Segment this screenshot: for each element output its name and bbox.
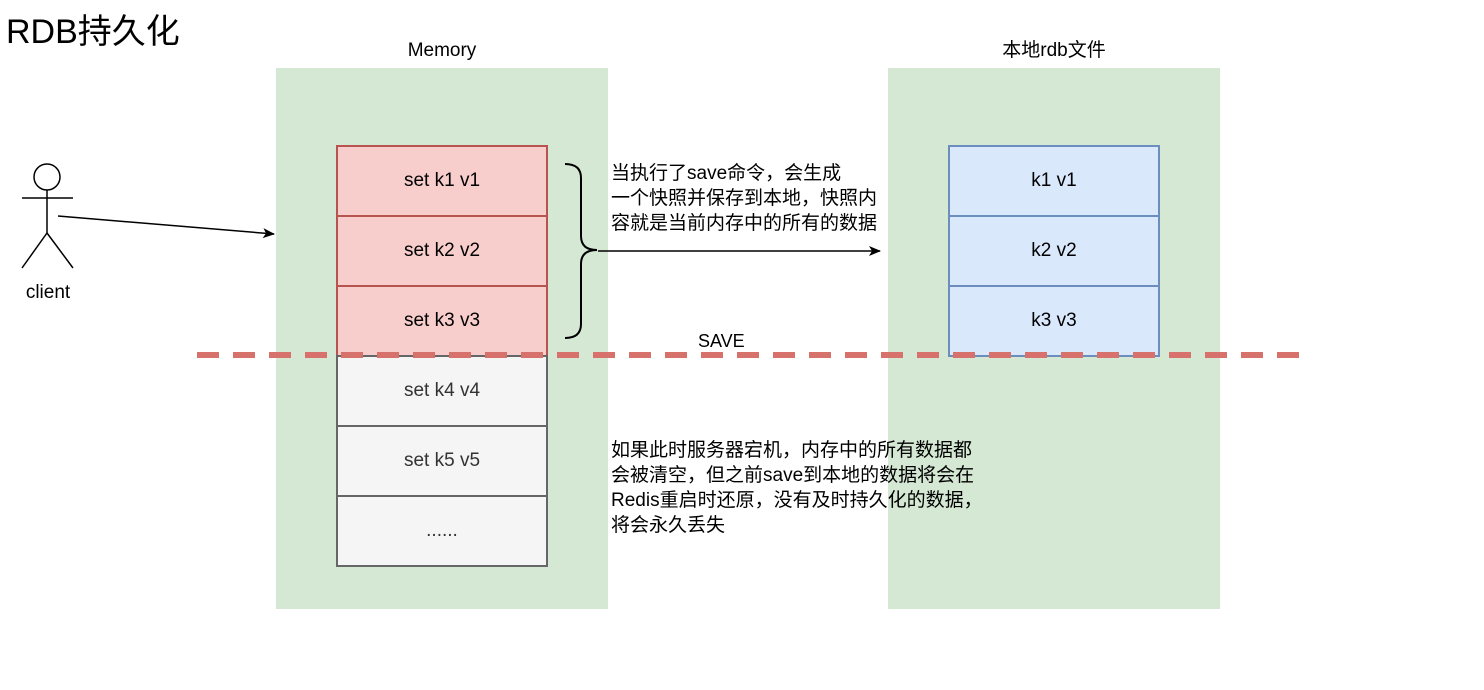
diagram-title: RDB持久化 [6, 13, 180, 51]
memory-saved-command: set k1 v1 [336, 145, 548, 217]
client-label: client [25, 282, 71, 303]
memory-saved-command: set k2 v2 [336, 215, 548, 287]
save-line-label: SAVE [698, 331, 745, 351]
crash-explanation-note: 如果此时服务器宕机，内存中的所有数据都 会被清空，但之前save到本地的数据将会… [611, 440, 983, 536]
memory-unsaved-command: set k5 v5 [336, 425, 548, 497]
memory-unsaved-command: ...... [336, 495, 548, 567]
rdb-file-panel-label: 本地rdb文件 [1002, 40, 1106, 61]
client-to-memory-arrow [57, 215, 275, 239]
memory-saved-command: set k3 v3 [336, 285, 548, 357]
memory-unsaved-command: set k4 v4 [336, 355, 548, 427]
saved-commands-brace [564, 163, 598, 339]
save-explanation-note: 当执行了save命令，会生成 一个快照并保存到本地，快照内 容就是当前内存中的所… [611, 163, 878, 234]
stick-figure-actor-icon [21, 163, 74, 269]
rdb-file-entry: k2 v2 [948, 215, 1160, 287]
rdb-file-entry: k3 v3 [948, 285, 1160, 357]
memory-panel-label: Memory [407, 40, 477, 61]
